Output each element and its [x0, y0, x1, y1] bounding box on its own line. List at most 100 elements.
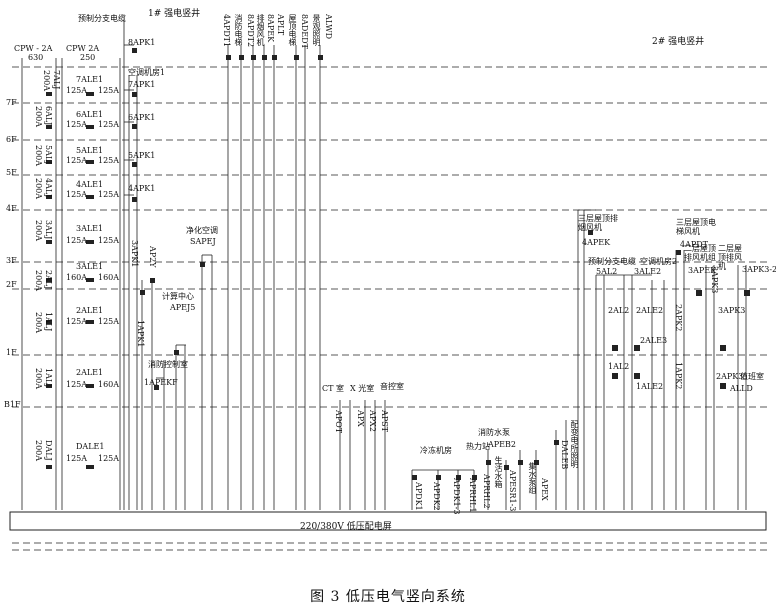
right-box-4: 4ALE1	[76, 180, 104, 189]
feeder-apdk1-3: APDK1-3	[452, 478, 461, 515]
ale2-label: 3ALE2	[634, 267, 662, 276]
apekf-label: 1APEKF	[144, 378, 178, 387]
cpw-left-rating: 630	[28, 53, 44, 62]
hot-pump-label: 集水泵组	[528, 462, 537, 494]
fan3-label: 二层屋顶排风机组	[684, 244, 716, 262]
apk-5: 5APK1	[128, 151, 156, 160]
floor-1f: 1F	[6, 348, 17, 357]
sapej-label: SAPEJ	[190, 237, 216, 246]
right-box-5: 5ALE1	[76, 146, 104, 155]
feeder-apst: APST	[380, 410, 389, 432]
apek-r-label: 3APEK	[688, 266, 717, 275]
feeder-apesr: APESR1-3	[508, 470, 517, 512]
ale3-label: 2ALE3	[640, 336, 668, 345]
feeder-8apdt2: 8APDT2	[246, 14, 255, 48]
left-rating-7: 200A	[42, 70, 51, 92]
left-box-2: 2ALJ	[44, 270, 53, 290]
left-box-5: 5ALJ	[44, 145, 53, 165]
floor-4f: 4F	[6, 204, 17, 213]
feeder-daleb: DALEB	[560, 440, 569, 470]
duty-room-label: 值班室	[740, 372, 764, 381]
computer-center-label: 计算中心	[162, 292, 194, 301]
rain-label: 生活水箱	[494, 456, 503, 488]
apk3-label: 3APK3	[710, 266, 719, 294]
fan4-label: 二层屋顶排风机	[718, 244, 742, 271]
apk3-2b-label: 2APK3	[716, 372, 744, 381]
apk-8: 8APK1	[128, 38, 156, 47]
right-rating-3c: 160A	[66, 273, 88, 282]
right-rating-2d: 160A	[98, 380, 120, 389]
right-rating-2a: 125A	[66, 317, 88, 326]
right-box-2b: 2ALE1	[76, 368, 104, 377]
floor-5f: 5F	[6, 168, 17, 177]
right-rating-da: 125A	[66, 454, 88, 463]
cpw-right-name: CPW 2A	[66, 44, 100, 53]
al2-2-label: 2AL2	[608, 306, 630, 315]
right-box-3: 3ALE1	[76, 224, 104, 233]
heat-station-label: 热力站	[466, 442, 490, 451]
feeder-4apdt1: 4APDT1	[222, 14, 231, 48]
right-rating-3a: 125A	[66, 236, 88, 245]
floor-6f: 6F	[6, 135, 17, 144]
apek-label: 4APEK	[582, 238, 611, 247]
busbar-rect	[9, 511, 767, 531]
feeder-apdk1: APDK1	[414, 482, 423, 511]
right-rating-7a: 125A	[66, 86, 88, 95]
apk-6: 6APK1	[128, 113, 156, 122]
left-box-1: 1ALJ	[44, 312, 53, 332]
left-box-4: 4ALJ	[44, 178, 53, 198]
floor-3f: 3F	[6, 256, 17, 265]
right-rating-2b: 125A	[98, 317, 120, 326]
left-rating-4: 200A	[34, 178, 43, 200]
apk-4: 4APK1	[128, 184, 156, 193]
floor-7f: 7F	[6, 98, 17, 107]
apk3-r-label: 3APK3	[718, 306, 746, 315]
feeder-aprhl2: APRHL2	[482, 474, 491, 509]
feeder-apx: APX	[356, 410, 365, 427]
right-box-3b: 3ALE1	[76, 262, 104, 271]
left-box-6: 6ALJ	[44, 106, 53, 126]
right-rating-6b: 125A	[98, 120, 120, 129]
right-rating-6a: 125A	[66, 120, 88, 129]
ap2y-label: AP2Y	[148, 246, 157, 268]
cold-room-label: 冷冻机房	[420, 446, 452, 455]
right-rating-2c: 125A	[66, 380, 88, 389]
roof-fan2-label: 三层屋顶电梯风机	[676, 218, 716, 236]
busbar-label: 220/380V 低压配电屏	[300, 522, 392, 532]
figure-caption: 图 3 低压电气竖向系统	[310, 589, 466, 605]
roof-fan1-label: 三层屋顶排烟风机	[578, 214, 618, 232]
apk2-1-label: 1APK2	[674, 362, 683, 390]
ale2-2-label: 2ALE2	[636, 306, 664, 315]
right-box-6: 6ALE1	[76, 110, 104, 119]
ac-room1-label: 空调机房1	[128, 68, 166, 77]
left-box-3: 3ALJ	[44, 220, 53, 240]
shaft2-label: 2# 强电竖井	[652, 37, 705, 47]
sub-room-label: 配变电所照明	[570, 420, 579, 468]
left-rating-3: 200A	[34, 220, 43, 242]
left-box-d: DALJ	[44, 440, 53, 461]
feeder-apx2: APX2	[368, 410, 377, 432]
feeder-8adedt: 8ADEDT	[300, 14, 309, 49]
apk2-label: 2APK2	[674, 304, 683, 332]
left-rating-1: 200A	[34, 312, 43, 334]
feeder-alwd: ALWD	[324, 14, 333, 40]
feeder-8apek: 8APEK	[266, 14, 275, 43]
apk1-b1: 1APK1	[136, 320, 145, 348]
cpw-right-rating: 250	[80, 53, 96, 62]
right-rating-4a: 125A	[66, 190, 88, 199]
feeder-note-0: 消防电梯	[234, 14, 243, 46]
right-box-7: 7ALE1	[76, 75, 104, 84]
right-box-2: 2ALE1	[76, 306, 104, 315]
floor-b1f: B1F	[4, 400, 21, 409]
left-box-7: 7ALJ	[52, 70, 61, 90]
apeb2-label: APEB2	[488, 440, 516, 449]
right-rating-3b: 125A	[98, 236, 120, 245]
floor-2f: 2F	[6, 280, 17, 289]
left-rating-5: 200A	[34, 145, 43, 167]
feeder-note-5: 景观照明	[312, 14, 321, 46]
apk-3f: 3APK1	[130, 240, 139, 268]
right-rating-3d: 160A	[98, 273, 120, 282]
right-box-d: DALE1	[76, 442, 105, 451]
floor-lines	[12, 66, 770, 551]
